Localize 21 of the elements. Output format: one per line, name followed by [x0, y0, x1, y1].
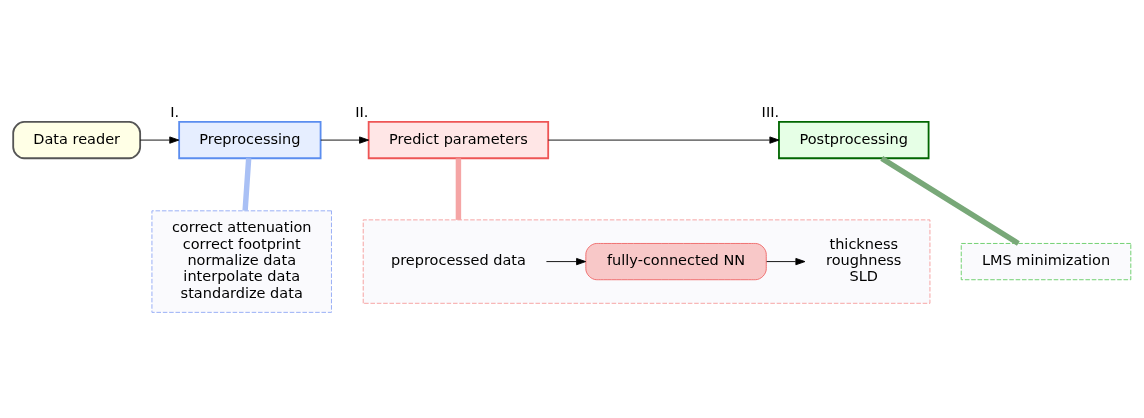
connector — [242, 158, 252, 211]
arrow — [547, 136, 780, 144]
node-box: Postprocessing — [778, 121, 930, 160]
node-box: Data reader — [12, 121, 142, 160]
node-label: I. — [170, 104, 180, 121]
arrow — [545, 257, 587, 266]
cluster — [362, 219, 931, 304]
connector — [455, 158, 462, 220]
node-box: fully-connected NN — [585, 243, 767, 281]
node-box: correct attenuation correct footprint normalize data interpolate data standardize data — [151, 210, 332, 313]
arrow — [139, 136, 180, 144]
node-label: II. — [355, 104, 369, 121]
arrow — [766, 257, 806, 266]
node-text: preprocessed data — [390, 252, 526, 269]
node-box: Predict parameters — [367, 121, 550, 160]
node-box: Preprocessing — [178, 121, 322, 160]
node-box: LMS minimization — [960, 243, 1132, 281]
node-text: thickness roughness SLD — [826, 235, 902, 285]
node-label: III. — [761, 104, 780, 121]
arrow — [320, 136, 370, 144]
connector — [880, 156, 1020, 246]
